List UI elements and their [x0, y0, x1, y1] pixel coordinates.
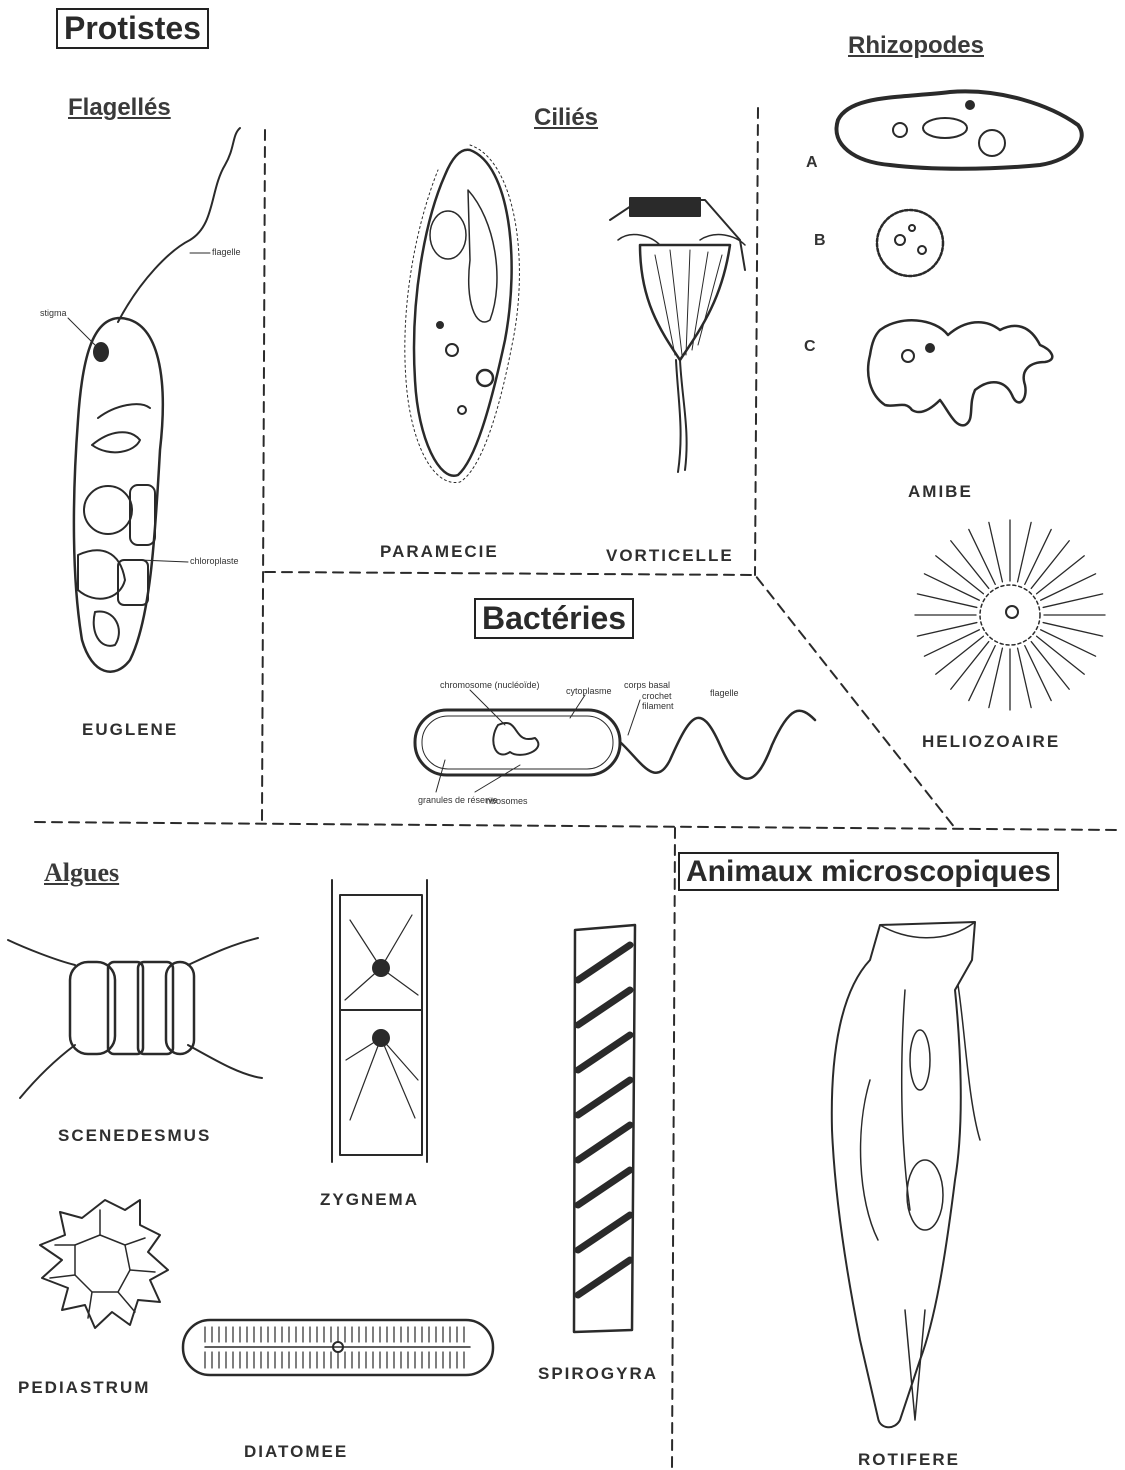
rotifere-illustration: [832, 922, 980, 1427]
section-dividers: [35, 108, 1120, 1468]
heading-flagelles: Flagellés: [68, 94, 171, 122]
euglene-label-stigma: stigma: [40, 308, 67, 318]
pediastrum-illustration: [40, 1200, 168, 1328]
heading-algues: Algues: [44, 858, 119, 888]
euglene-label-flagelle: flagelle: [212, 247, 241, 257]
amibe-label-c: C: [804, 338, 816, 356]
caption-amibe: AMIBE: [908, 482, 973, 502]
caption-scenedesmus: SCENEDESMUS: [58, 1126, 211, 1146]
bacterie-illustration: [415, 690, 815, 792]
heading-rhizopodes: Rhizopodes: [848, 32, 984, 60]
caption-rotifere: ROTIFERE: [858, 1450, 960, 1470]
caption-spirogyra: SPIROGYRA: [538, 1364, 658, 1384]
amibe-b-illustration: [877, 210, 943, 276]
heading-cilies: Ciliés: [534, 104, 598, 132]
title-protistes: Protistes: [56, 8, 209, 49]
zygnema-illustration: [332, 880, 427, 1162]
amibe-label-b: B: [814, 232, 826, 250]
bacterie-label-crochet: crochet: [642, 691, 672, 701]
bacterie-label-chromosome: chromosome (nucléoïde): [440, 680, 540, 690]
heliozoaire-illustration: [915, 520, 1105, 710]
caption-zygnema: ZYGNEMA: [320, 1190, 419, 1210]
bacterie-label-ribosomes: ribosomes: [486, 796, 528, 806]
title-bacteries: Bactéries: [474, 598, 634, 639]
scenedesmus-illustration: [8, 938, 262, 1098]
amibe-c-illustration: [868, 320, 1052, 425]
bacterie-label-filament: filament: [642, 701, 674, 711]
euglene-illustration: [68, 128, 240, 672]
bacterie-label-flagelle: flagelle: [710, 688, 739, 698]
caption-vorticelle: VORTICELLE: [606, 546, 734, 566]
spirogyra-illustration: [574, 925, 635, 1332]
amibe-a-illustration: [837, 91, 1082, 168]
caption-euglene: EUGLENE: [82, 720, 178, 740]
caption-heliozoaire: HELIOZOAIRE: [922, 732, 1060, 752]
caption-paramecie: PARAMECIE: [380, 542, 499, 562]
title-animaux-microscopiques: Animaux microscopiques: [678, 852, 1059, 891]
caption-diatomee: DIATOMEE: [244, 1442, 348, 1462]
amibe-label-a: A: [806, 154, 818, 172]
euglene-label-chloroplaste: chloroplaste: [190, 556, 239, 566]
diatomee-illustration: [183, 1320, 493, 1375]
bacterie-label-cytoplasme: cytoplasme: [566, 686, 612, 696]
paramecie-illustration: [405, 145, 520, 483]
vorticelle-illustration: [610, 198, 745, 472]
caption-pediastrum: PEDIASTRUM: [18, 1378, 150, 1398]
bacterie-label-corps-basal: corps basal: [624, 680, 670, 690]
